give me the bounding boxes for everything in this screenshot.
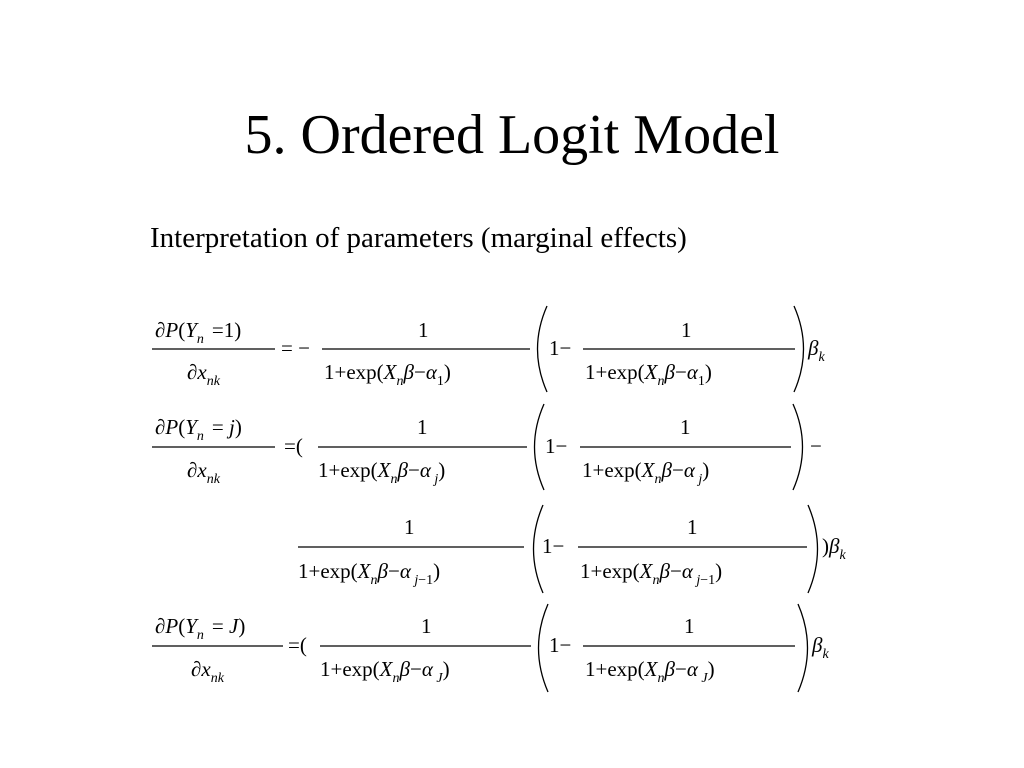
svg-text:1−: 1−: [545, 434, 567, 458]
svg-text:1: 1: [680, 415, 691, 439]
logistic-fraction: 1 1+exp(Xnβ−α1): [583, 318, 795, 389]
svg-text:1+exp(Xnβ−α j): 1+exp(Xnβ−α j): [318, 458, 445, 487]
svg-text:1+exp(Xnβ−α j−1): 1+exp(Xnβ−α j−1): [298, 559, 440, 588]
svg-text:1: 1: [684, 614, 695, 638]
svg-text:1: 1: [418, 318, 429, 342]
svg-text:∂xnk: ∂xnk: [187, 360, 221, 389]
logistic-fraction: 1 1+exp(Xnβ−α J): [320, 614, 531, 686]
svg-text:= −: = −: [281, 336, 310, 360]
svg-text:−: −: [810, 434, 822, 458]
equation-y-equals-1: ∂P(Yn=1) ∂xnk = − 1 1+exp(Xnβ−α1) 1− 1 1…: [152, 305, 825, 393]
svg-text:1+exp(Xnβ−α j−1): 1+exp(Xnβ−α j−1): [580, 559, 722, 588]
svg-text:1: 1: [687, 515, 698, 539]
lhs-fraction: ∂P(Yn=1) ∂xnk: [152, 318, 275, 389]
lhs-fraction: ∂P(Yn= j) ∂xnk: [152, 415, 275, 487]
equation-y-equals-big-j: ∂P(Yn= J) ∂xnk =( 1 1+exp(Xnβ−α J) 1− 1 …: [152, 603, 829, 693]
svg-text:1+exp(Xnβ−α J): 1+exp(Xnβ−α J): [585, 657, 715, 686]
logistic-fraction: 1 1+exp(Xnβ−α1): [322, 318, 530, 389]
logistic-fraction: 1 1+exp(Xnβ−α j): [580, 415, 791, 487]
slide-subtitle: Interpretation of parameters (marginal e…: [150, 222, 687, 254]
svg-text:=(: =(: [284, 434, 303, 458]
logistic-fraction: 1 1+exp(Xnβ−α j−1): [578, 515, 807, 588]
svg-text:1−: 1−: [549, 633, 571, 657]
svg-text:∂P(Yn=1): ∂P(Yn=1): [155, 318, 241, 347]
svg-text:1+exp(Xnβ−α J): 1+exp(Xnβ−α J): [320, 657, 450, 686]
svg-text:)βk: )βk: [822, 534, 846, 563]
slide-title: 5. Ordered Logit Model: [244, 104, 780, 166]
svg-text:∂P(Yn= j): ∂P(Yn= j): [155, 415, 242, 444]
svg-text:1: 1: [404, 515, 415, 539]
svg-text:1+exp(Xnβ−α j): 1+exp(Xnβ−α j): [582, 458, 709, 487]
svg-text:∂xnk: ∂xnk: [191, 657, 225, 686]
logistic-fraction: 1 1+exp(Xnβ−α j−1): [298, 515, 524, 588]
svg-text:=(: =(: [288, 633, 307, 657]
svg-text:1+exp(Xnβ−α1): 1+exp(Xnβ−α1): [585, 360, 712, 389]
svg-text:∂xnk: ∂xnk: [187, 458, 221, 487]
svg-text:1+exp(Xnβ−α1): 1+exp(Xnβ−α1): [324, 360, 451, 389]
svg-text:1−: 1−: [549, 336, 571, 360]
svg-text:1−: 1−: [542, 534, 564, 558]
svg-text:∂P(Yn= J): ∂P(Yn= J): [155, 614, 245, 643]
svg-text:1: 1: [417, 415, 428, 439]
svg-text:βk: βk: [811, 633, 829, 662]
equation-y-equals-j: ∂P(Yn= j) ∂xnk =( 1 1+exp(Xnβ−α j) 1− 1 …: [152, 403, 846, 594]
logistic-fraction: 1 1+exp(Xnβ−α J): [583, 614, 795, 686]
svg-text:1: 1: [681, 318, 692, 342]
svg-text:βk: βk: [807, 336, 825, 365]
svg-text:1: 1: [421, 614, 432, 638]
lhs-fraction: ∂P(Yn= J) ∂xnk: [152, 614, 283, 686]
logistic-fraction: 1 1+exp(Xnβ−α j): [318, 415, 527, 487]
